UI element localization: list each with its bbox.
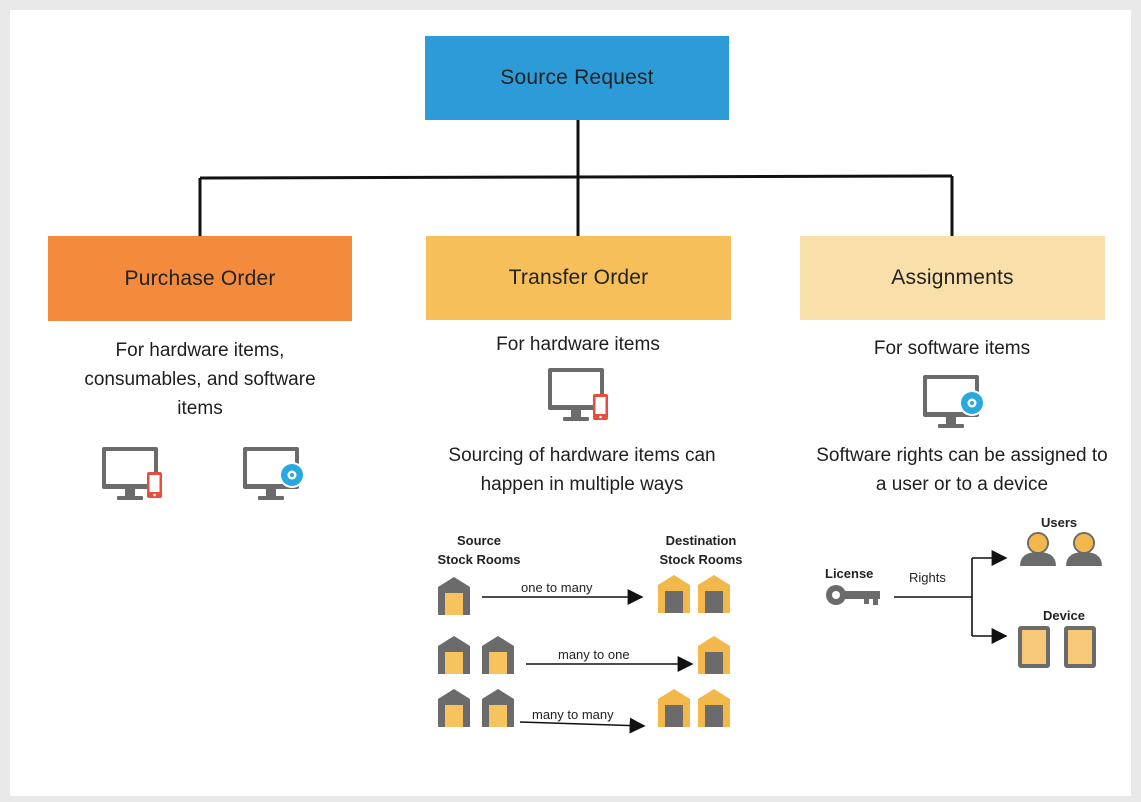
destination-stockrooms-label: Destination Stock Rooms — [636, 531, 766, 569]
software-disc-icon — [279, 462, 305, 488]
transfer-order-detail: Sourcing of hardware items can happen in… — [448, 445, 716, 495]
assignments-node: Assignments — [800, 236, 1105, 320]
assignments-detail: Software rights can be assigned to a use… — [816, 445, 1108, 495]
rights-label: Rights — [909, 570, 946, 585]
warehouse-orange-icon — [698, 636, 730, 674]
software-disc-icon — [959, 390, 985, 416]
transfer-stockroom-diagram — [438, 575, 730, 734]
diagram-frame: Source Request Purchase Order Transfer O… — [10, 10, 1131, 796]
warehouse-gray-icon — [438, 636, 470, 674]
destination-label-line1: Destination — [665, 533, 737, 548]
purchase-order-node: Purchase Order — [48, 236, 352, 321]
source-stockrooms-label: Source Stock Rooms — [424, 531, 534, 569]
warehouse-gray-icon — [482, 689, 514, 727]
transfer-order-description: For hardware items — [496, 334, 660, 355]
device-label: Device — [1043, 608, 1085, 623]
assignments-description: For software items — [873, 338, 1031, 359]
users-label: Users — [1041, 515, 1078, 530]
many-to-one-label: many to one — [558, 647, 630, 662]
one-to-many-label: one to many — [521, 580, 593, 595]
warehouse-orange-icon — [698, 689, 730, 727]
many-to-many-label: many to many — [532, 707, 614, 722]
source-label-line2: Stock Rooms — [437, 552, 521, 567]
tablet-icon — [1018, 626, 1050, 668]
mobile-phone-icon — [147, 472, 162, 498]
source-request-node: Source Request — [425, 36, 729, 120]
assignment-rights-diagram — [826, 532, 1103, 668]
tree-connectors — [198, 120, 954, 238]
warehouse-orange-icon — [698, 575, 730, 613]
purchase-order-description: For hardware items, consumables, and sof… — [84, 340, 316, 419]
warehouse-orange-icon — [658, 689, 690, 727]
warehouse-gray-icon — [438, 689, 470, 727]
user-icon — [1019, 532, 1057, 567]
tablet-icon — [1064, 626, 1096, 668]
destination-label-line2: Stock Rooms — [659, 552, 743, 567]
transfer-order-node: Transfer Order — [426, 236, 731, 320]
license-label: License — [825, 566, 874, 581]
warehouse-gray-icon — [438, 577, 470, 615]
diagram-canvas — [102, 120, 1103, 734]
warehouse-orange-icon — [658, 575, 690, 613]
warehouse-gray-icon — [482, 636, 514, 674]
source-label-line1: Source — [456, 533, 502, 548]
key-icon — [826, 585, 880, 605]
user-icon — [1065, 532, 1103, 567]
mobile-phone-icon — [593, 394, 608, 420]
